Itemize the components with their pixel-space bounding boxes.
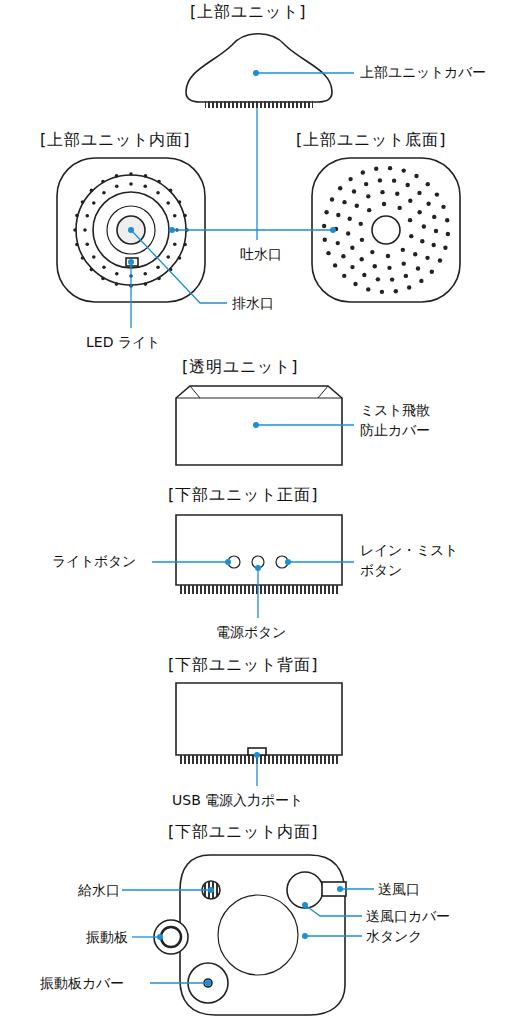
part-label: 送風口 xyxy=(378,879,420,899)
leader-dots xyxy=(128,70,343,986)
part-label: USB 電源入力ポート xyxy=(172,790,303,810)
section-heading: [上部ユニット] xyxy=(190,0,306,23)
part-label: 給水口 xyxy=(78,880,120,900)
section-heading: [上部ユニット内面] xyxy=(40,128,190,151)
led xyxy=(126,258,138,266)
upper-inner-core xyxy=(107,206,155,254)
part-label: ライトボタン xyxy=(52,551,136,571)
part-label: レイン・ミスト ボタン xyxy=(360,540,464,581)
lower-inner xyxy=(180,855,345,1015)
front-grille xyxy=(180,585,338,594)
section-heading: [上部ユニット底面] xyxy=(296,128,446,151)
section-heading: [下部ユニット内面] xyxy=(168,820,318,843)
leaders xyxy=(122,73,374,983)
lower-back xyxy=(176,683,342,755)
lower-front xyxy=(176,515,342,585)
water-tank xyxy=(218,895,298,975)
upper-inner-inner xyxy=(93,192,169,268)
upper-bottom xyxy=(312,158,460,302)
section-heading: [下部ユニット背面] xyxy=(168,653,318,676)
part-label: 振動板 xyxy=(86,927,128,947)
part-label: LED ライト xyxy=(86,332,160,352)
part-label: 吐水口 xyxy=(240,244,282,264)
transparent-edge xyxy=(176,386,342,398)
part-label: ミスト飛散 防止カバー xyxy=(360,400,434,441)
plate-cover-center xyxy=(204,979,212,987)
vibration-plate-outer xyxy=(154,920,188,954)
cover-fringe xyxy=(205,101,313,108)
upper-cover xyxy=(186,34,332,102)
part-label: 電源ボタン xyxy=(216,622,286,642)
part-label: 排水口 xyxy=(232,293,274,313)
part-label: 上部ユニットカバー xyxy=(360,62,486,82)
part-label: 振動板カバー xyxy=(40,973,124,993)
section-heading: [下部ユニット正面] xyxy=(168,483,318,506)
bottom-center xyxy=(372,216,400,244)
vibration-plate xyxy=(161,927,181,947)
part-label: 送風口カバー 水タンク xyxy=(366,906,454,947)
section-heading: [透明ユニット] xyxy=(182,355,298,378)
air-outlet xyxy=(322,882,346,896)
air-outlet-cover xyxy=(287,872,323,908)
